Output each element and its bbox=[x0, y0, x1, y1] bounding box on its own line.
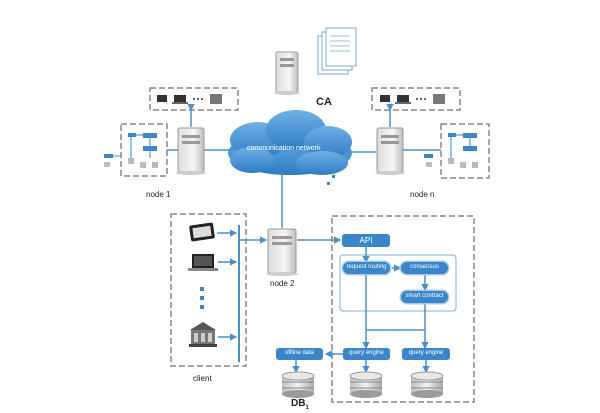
noden-devices-box bbox=[371, 87, 461, 111]
node2-server-icon bbox=[266, 228, 298, 276]
consensus-box: consensus bbox=[401, 262, 448, 274]
node1-left-tab bbox=[104, 154, 121, 167]
tablet-icon bbox=[189, 222, 215, 242]
noden-label: node n bbox=[410, 190, 435, 199]
query-engine-2-box: query engine bbox=[402, 348, 450, 360]
node1-server-icon bbox=[176, 127, 206, 175]
noden-device-icons bbox=[380, 94, 445, 104]
db-label: DB1 bbox=[291, 398, 309, 411]
noden-server-icon bbox=[375, 127, 405, 175]
database-3-icon bbox=[410, 371, 444, 398]
request-routing-box: request routing bbox=[343, 262, 390, 274]
noden-internal-box bbox=[440, 123, 490, 179]
ellipsis-dots bbox=[327, 168, 340, 185]
communication-network-label: communication network bbox=[247, 145, 321, 152]
noden-internal-icons bbox=[448, 133, 478, 168]
communication-network-cloud bbox=[228, 110, 352, 175]
vertical-dots bbox=[200, 287, 204, 309]
node1-label: node 1 bbox=[146, 190, 171, 199]
noden-left-tab bbox=[424, 154, 433, 167]
database-1-icon bbox=[281, 371, 315, 398]
certificate-documents-icon bbox=[317, 27, 357, 75]
database-2-icon bbox=[349, 371, 383, 398]
node2-detail-box bbox=[331, 215, 475, 403]
node1-internal-icons bbox=[128, 133, 158, 168]
offline-data-box: offline data bbox=[276, 348, 323, 360]
node2-label: node 2 bbox=[270, 279, 295, 288]
smart-contract-box: smart contract bbox=[401, 291, 448, 303]
ca-label: CA bbox=[316, 96, 332, 108]
db-label-text: DB bbox=[291, 398, 306, 409]
client-label: client bbox=[193, 374, 212, 383]
db-label-subscript: 1 bbox=[305, 405, 309, 411]
laptop-icon bbox=[188, 254, 218, 271]
api-box: API bbox=[342, 234, 390, 247]
node1-device-icons bbox=[157, 94, 222, 104]
ca-server-icon bbox=[274, 51, 300, 95]
client-box bbox=[170, 213, 247, 367]
bank-icon bbox=[189, 322, 217, 347]
query-engine-1-box: query engine bbox=[343, 348, 390, 360]
